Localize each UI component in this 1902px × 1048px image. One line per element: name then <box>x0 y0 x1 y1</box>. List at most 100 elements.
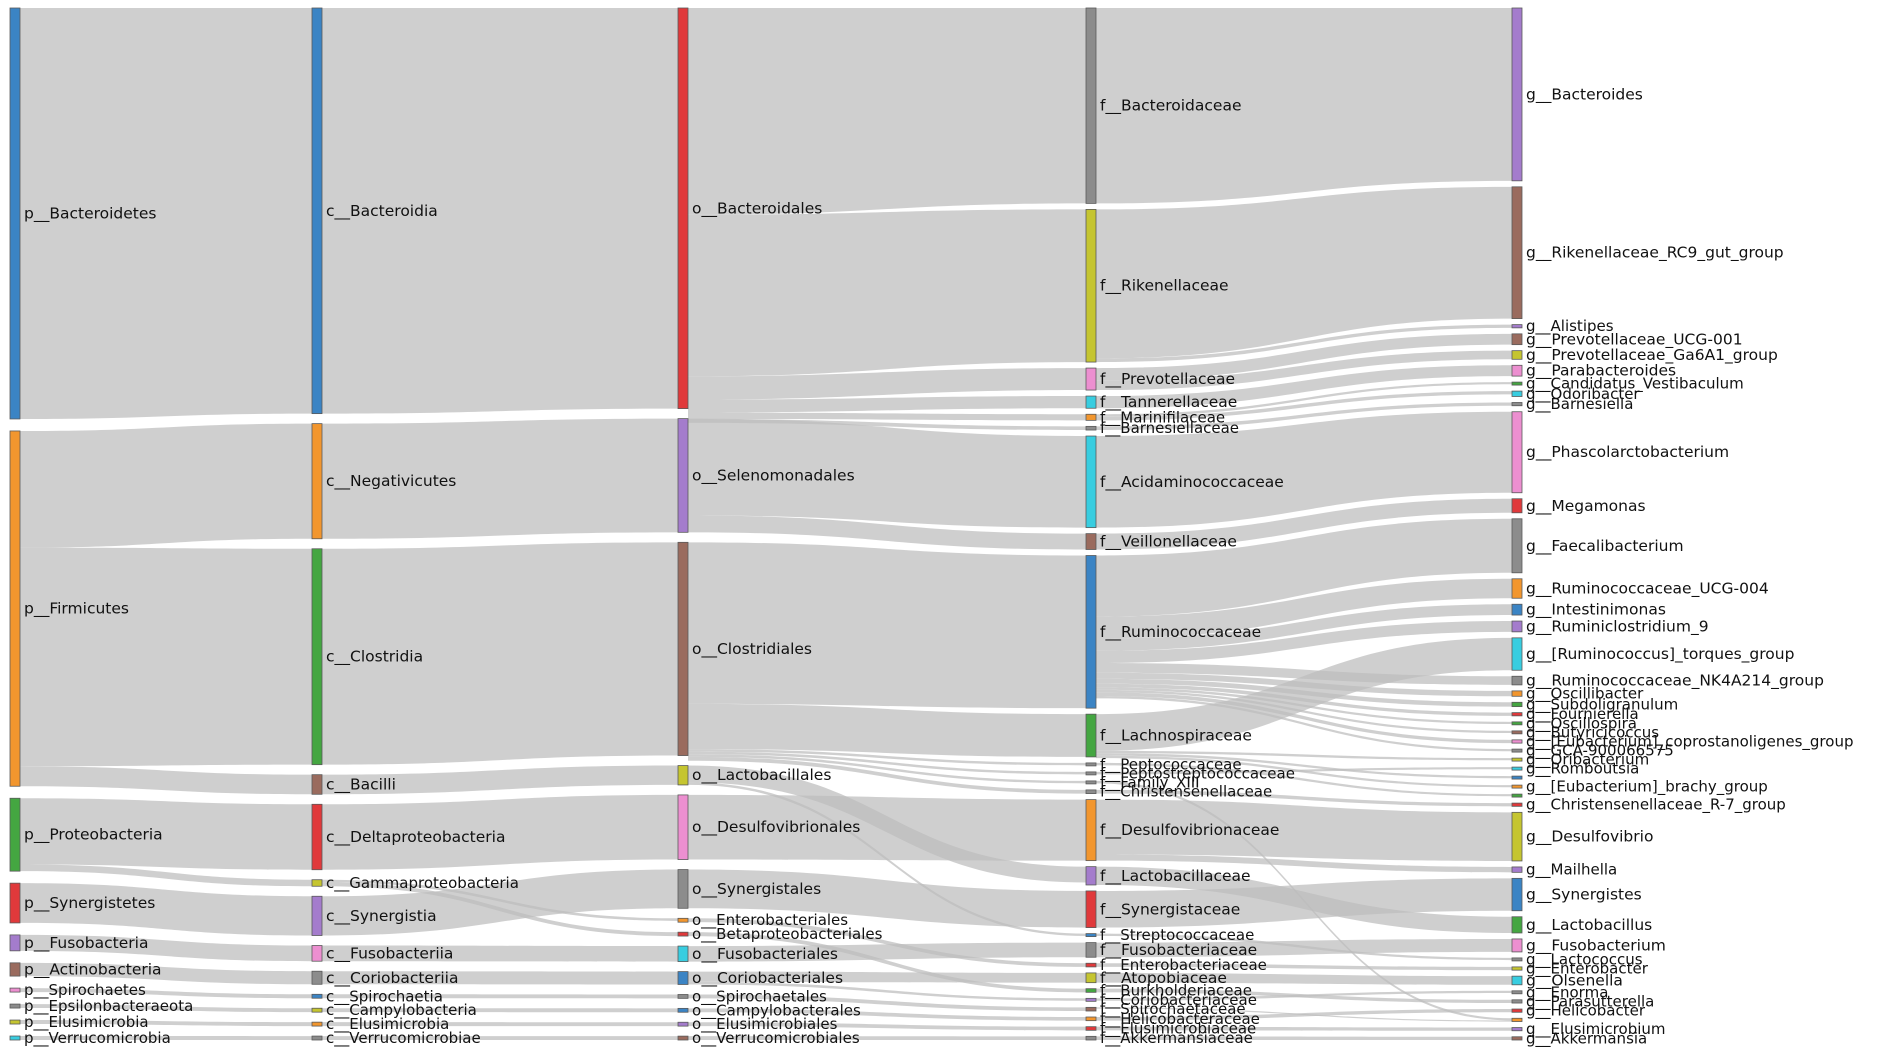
sankey-node[interactable] <box>1511 518 1523 574</box>
sankey-node[interactable] <box>1085 762 1097 767</box>
sankey-node[interactable] <box>1511 877 1523 912</box>
sankey-node[interactable] <box>1511 766 1523 771</box>
sankey-node[interactable] <box>1511 350 1523 360</box>
sankey-node[interactable] <box>1511 620 1523 633</box>
sankey-node[interactable] <box>1511 603 1523 616</box>
sankey-node[interactable] <box>1511 811 1523 862</box>
sankey-node[interactable] <box>1085 7 1097 204</box>
sankey-node[interactable] <box>1511 712 1523 717</box>
sankey-node[interactable] <box>1085 1016 1097 1022</box>
sankey-node[interactable] <box>677 917 689 923</box>
sankey-node[interactable] <box>1511 381 1523 386</box>
sankey-node[interactable] <box>1085 988 1097 993</box>
sankey-node[interactable] <box>311 803 323 871</box>
sankey-node[interactable] <box>677 7 689 410</box>
sankey-node[interactable] <box>1511 1017 1523 1022</box>
sankey-node[interactable] <box>1511 390 1523 397</box>
sankey-node[interactable] <box>9 1019 21 1025</box>
sankey-node[interactable] <box>1511 7 1523 182</box>
sankey-node[interactable] <box>1511 957 1523 962</box>
sankey-node[interactable] <box>311 7 323 415</box>
sankey-node[interactable] <box>1511 990 1523 995</box>
sankey-node[interactable] <box>311 1007 323 1013</box>
sankey-node[interactable] <box>1511 757 1523 762</box>
sankey-node[interactable] <box>311 1021 323 1027</box>
sankey-node[interactable] <box>1511 1036 1523 1041</box>
sankey-node[interactable] <box>1511 701 1523 708</box>
sankey-node[interactable] <box>1085 1026 1097 1031</box>
sankey-node[interactable] <box>1085 713 1097 758</box>
sankey-node[interactable] <box>1085 933 1097 937</box>
sankey-node[interactable] <box>1511 364 1523 377</box>
sankey-node[interactable] <box>1511 802 1523 807</box>
sankey-node[interactable] <box>311 945 323 962</box>
sankey-node[interactable] <box>311 879 323 887</box>
sankey-node[interactable] <box>311 895 323 936</box>
sankey-node[interactable] <box>1511 938 1523 953</box>
sankey-node[interactable] <box>1085 425 1097 431</box>
sankey-node[interactable] <box>311 548 323 766</box>
sankey-node[interactable] <box>1511 637 1523 671</box>
sankey-node[interactable] <box>1511 690 1523 697</box>
sankey-node[interactable] <box>1085 533 1097 550</box>
sankey-node[interactable] <box>1085 435 1097 529</box>
sankey-node[interactable] <box>9 7 21 420</box>
sankey-node[interactable] <box>1511 793 1523 798</box>
sankey-node[interactable] <box>1085 413 1097 421</box>
sankey-node[interactable] <box>1085 972 1097 984</box>
sankey-node[interactable] <box>1085 209 1097 363</box>
sankey-node[interactable] <box>1511 775 1523 780</box>
sankey-node[interactable] <box>1511 784 1523 789</box>
sankey-node[interactable] <box>1511 324 1523 329</box>
sankey-node[interactable] <box>1085 866 1097 886</box>
sankey-node[interactable] <box>9 430 21 787</box>
sankey-node[interactable] <box>9 987 21 993</box>
sankey-node[interactable] <box>677 971 689 985</box>
sankey-node[interactable] <box>1085 962 1097 968</box>
sankey-node[interactable] <box>1085 780 1097 785</box>
sankey-node[interactable] <box>1511 916 1523 934</box>
sankey-node[interactable] <box>1511 748 1523 753</box>
sankey-node[interactable] <box>9 797 21 872</box>
sankey-node[interactable] <box>1085 395 1097 409</box>
sankey-node[interactable] <box>677 418 689 533</box>
sankey-node[interactable] <box>1085 1006 1097 1012</box>
sankey-node[interactable] <box>1511 402 1523 407</box>
sankey-node[interactable] <box>9 1003 21 1009</box>
sankey-node[interactable] <box>677 945 689 962</box>
sankey-node[interactable] <box>1085 555 1097 709</box>
sankey-node[interactable] <box>1085 997 1097 1002</box>
sankey-node[interactable] <box>1511 186 1523 320</box>
sankey-node[interactable] <box>1511 675 1523 686</box>
sankey-node[interactable] <box>1511 498 1523 514</box>
sankey-node[interactable] <box>9 882 21 924</box>
sankey-node[interactable] <box>677 1035 689 1041</box>
sankey-node[interactable] <box>1511 739 1523 744</box>
sankey-node[interactable] <box>311 993 323 999</box>
sankey-node[interactable] <box>1511 966 1523 971</box>
sankey-node[interactable] <box>1511 333 1523 346</box>
sankey-node[interactable] <box>9 934 21 952</box>
sankey-node[interactable] <box>1511 999 1523 1004</box>
sankey-node[interactable] <box>311 423 323 540</box>
sankey-node[interactable] <box>1511 578 1523 599</box>
sankey-node[interactable] <box>677 1007 689 1013</box>
sankey-node[interactable] <box>1511 721 1523 726</box>
sankey-node[interactable] <box>311 1035 323 1041</box>
sankey-node[interactable] <box>1085 1035 1097 1041</box>
sankey-node[interactable] <box>677 931 689 937</box>
sankey-node[interactable] <box>677 794 689 860</box>
sankey-node[interactable] <box>1511 1008 1523 1013</box>
sankey-node[interactable] <box>311 774 323 795</box>
sankey-node[interactable] <box>677 765 689 786</box>
sankey-node[interactable] <box>677 1021 689 1027</box>
sankey-node[interactable] <box>1511 866 1523 873</box>
sankey-node[interactable] <box>677 869 689 909</box>
sankey-node[interactable] <box>1085 799 1097 862</box>
sankey-node[interactable] <box>1511 975 1523 986</box>
sankey-node[interactable] <box>677 994 689 999</box>
sankey-node[interactable] <box>9 1035 21 1041</box>
sankey-node[interactable] <box>9 962 21 977</box>
sankey-node[interactable] <box>1085 367 1097 391</box>
sankey-node[interactable] <box>1085 942 1097 958</box>
